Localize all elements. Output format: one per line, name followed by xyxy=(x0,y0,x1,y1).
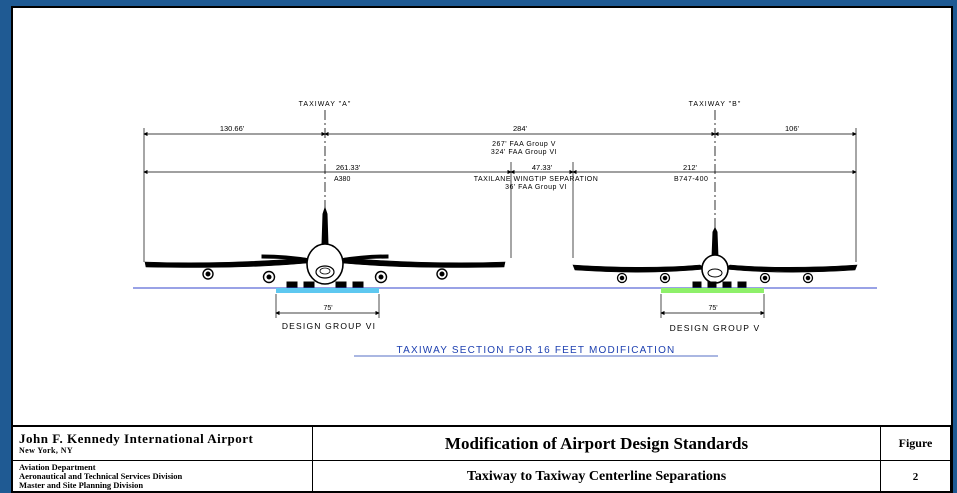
dim-wingtip: 47.33' xyxy=(532,163,553,172)
pavement-right xyxy=(661,288,764,293)
frame-right xyxy=(953,0,957,493)
subtitle-cell: Taxiway to Taxiway Centerline Separation… xyxy=(313,461,881,493)
drawing-subtitle: Taxiway to Taxiway Centerline Separation… xyxy=(466,468,727,484)
section-title: TAXIWAY SECTION FOR 16 FEET MODIFICATION xyxy=(397,345,676,356)
taxiway-b-label: TAXIWAY "B" xyxy=(689,101,742,108)
dim-right-offset: 106' xyxy=(785,124,800,133)
org-location: New York, NY xyxy=(19,446,74,455)
dim-left-offset: 130.66' xyxy=(220,124,245,133)
dept-line-2: Aeronautical and Technical Services Divi… xyxy=(19,471,183,481)
pavement-left-width: 75' xyxy=(323,305,332,312)
a380-aircraft xyxy=(144,206,506,288)
a380-label: A380 xyxy=(334,176,350,183)
figure-label: Figure xyxy=(898,436,933,450)
title-cell: Modification of Airport Design Standards xyxy=(313,427,881,461)
org-cell: John F. Kennedy International Airport Ne… xyxy=(13,427,313,461)
dept-line-3: Master and Site Planning Division xyxy=(19,480,144,490)
title-block: John F. Kennedy International Airport Ne… xyxy=(13,425,951,493)
figure-label-cell: Figure xyxy=(881,427,951,461)
dim-b747-half: 212' xyxy=(683,163,698,172)
taxiway-a-label: TAXIWAY "A" xyxy=(299,101,352,108)
frame-top xyxy=(0,0,957,6)
b747-label: B747-400 xyxy=(674,176,708,183)
pavement-left xyxy=(276,288,379,293)
pavement-right-width: 75' xyxy=(708,305,717,312)
wingtip-label: TAXILANE WINGTIP SEPARATION xyxy=(474,176,599,183)
drawing-sheet xyxy=(11,6,953,493)
extension-lines xyxy=(143,128,857,262)
drawing-title: Modification of Airport Design Standards xyxy=(444,433,749,453)
figure-number: 2 xyxy=(912,470,919,483)
dim-faa-vi: 324' FAA Group VI xyxy=(491,149,557,156)
wingtip-faa: 36' FAA Group VI xyxy=(505,184,567,191)
figure-number-cell: 2 xyxy=(881,461,951,493)
dim-a380-half: 261.33' xyxy=(336,163,361,172)
design-group-left: DESIGN GROUP VI xyxy=(282,321,376,331)
frame-left xyxy=(0,0,11,493)
dept-cell: Aviation Department Aeronautical and Tec… xyxy=(13,461,313,493)
design-group-right: DESIGN GROUP V xyxy=(670,323,761,333)
b747-aircraft xyxy=(572,226,858,288)
dept-line-1: Aviation Department xyxy=(19,462,96,472)
dim-faa-v: 267' FAA Group V xyxy=(492,141,556,148)
pavement-dims xyxy=(275,294,765,318)
dim-centerline-sep: 284' xyxy=(513,124,528,133)
org-name: John F. Kennedy International Airport xyxy=(19,431,254,446)
